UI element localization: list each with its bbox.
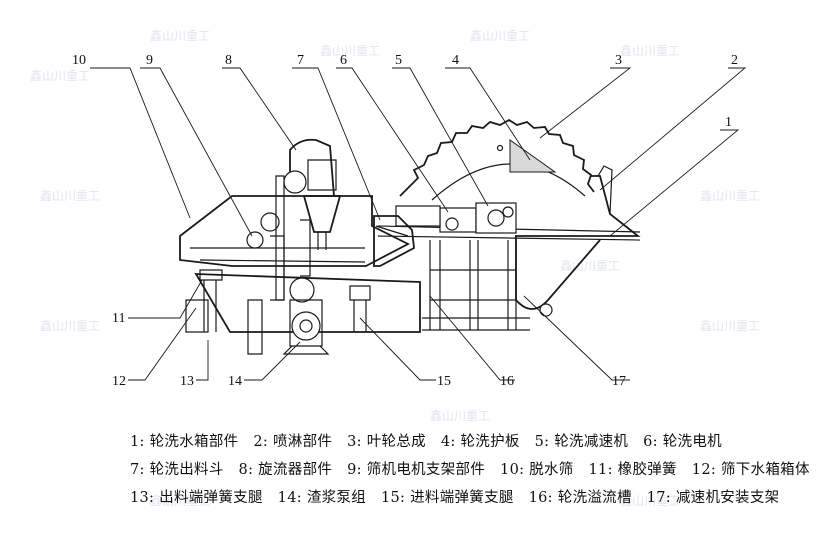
impeller-sector [509,139,557,173]
part-number-1: 1 [725,115,732,130]
diagram-page: 鑫山川重工 鑫山川重工 鑫山川重工 鑫山川重工 鑫山川重工 鑫山川重工 鑫山川重… [30,28,810,508]
motor-reducer [395,202,517,234]
legend-row-1: 1: 轮洗水箱部件 2: 喷淋部件 3: 叶轮总成 4: 轮洗护板 5: 轮洗减… [130,430,732,451]
legend-item: 13: 出料端弹簧支腿 [130,490,263,506]
watermark-text: 鑫山川重工 [470,28,530,43]
legend-item: 15: 进料端弹簧支腿 [380,490,514,506]
legend-item: 12: 筛下水箱箱体 [691,462,810,478]
part-number-8: 8 [225,53,232,68]
part-number-11: 11 [112,311,125,326]
part-number-12: 12 [112,374,126,389]
part-number-9: 9 [146,53,153,68]
watermark-text: 鑫山川重工 [620,493,680,508]
part-number-14: 14 [228,374,242,389]
watermark-text: 鑫山川重工 [150,28,210,43]
watermark-text: 鑫山川重工 [40,318,100,333]
watermark-text: 鑫山川重工 [320,43,380,58]
leader-lines [90,67,747,381]
reducer-frame [422,240,530,331]
part-number-4: 4 [452,53,459,68]
legend-item: 7: 轮洗出料斗 [130,462,224,478]
legend-row-3: 13: 出料端弹簧支腿 14: 渣浆泵组 15: 进料端弹簧支腿 16: 轮洗溢… [130,486,789,507]
legend-item: 14: 渣浆泵组 [277,490,367,506]
part-number-7: 7 [297,53,304,68]
watermark-text: 鑫山川重工 [30,68,90,83]
part-number-2: 2 [731,53,738,68]
dewatering-screen [179,195,410,267]
watermark-text: 鑫山川重工 [560,258,620,273]
legend-item: 1: 轮洗水箱部件 [130,434,239,450]
legend-item: 10: 脱水筛 [500,462,574,478]
discharge-hopper [373,215,415,267]
legend-item: 17: 减速机安装支架 [646,490,780,506]
legend-item: 16: 轮洗溢流槽 [528,490,632,506]
watermark-text: 鑫山川重工 [150,493,210,508]
part-number-6: 6 [340,53,347,68]
part-number-labels: 10 9 8 7 6 5 4 3 2 1 11 12 13 14 15 16 1… [72,53,738,389]
watermark-text: 鑫山川重工 [700,188,760,203]
part-number-3: 3 [615,53,622,68]
lower-frame [185,269,421,355]
motor-bracket [270,219,311,301]
part-number-15: 15 [437,374,451,389]
part-number-5: 5 [395,53,402,68]
cyclone-assembly [275,138,342,301]
legend-item: 5: 轮洗减速机 [534,434,629,450]
legend-item: 6: 轮洗电机 [643,434,722,450]
legend-item: 11: 橡胶弹簧 [588,462,677,478]
part-number-16: 16 [500,374,514,389]
legend-item: 4: 轮洗护板 [440,434,520,450]
legend-row-2: 7: 轮洗出料斗 8: 旋流器部件 9: 筛机电机支架部件 10: 脱水筛 11… [130,458,820,479]
part-number-13: 13 [180,374,194,389]
watermark-text: 鑫山川重工 [700,318,760,333]
watermark-text: 鑫山川重工 [620,43,680,58]
machine-drawing: 鑫山川重工 鑫山川重工 鑫山川重工 鑫山川重工 鑫山川重工 鑫山川重工 鑫山川重… [30,28,760,508]
legend-item: 9: 筛机电机支架部件 [347,462,486,478]
impeller-wheel [399,118,595,201]
watermark-text: 鑫山川重工 [40,188,100,203]
legend-item: 8: 旋流器部件 [238,462,333,478]
part-number-17: 17 [612,374,626,389]
part-number-10: 10 [72,53,86,68]
wash-tank [377,165,641,317]
watermark-text: 鑫山川重工 [430,408,490,423]
legend-item: 3: 叶轮总成 [347,434,426,450]
slurry-pump [282,277,330,355]
legend-item: 2: 喷淋部件 [253,434,333,450]
